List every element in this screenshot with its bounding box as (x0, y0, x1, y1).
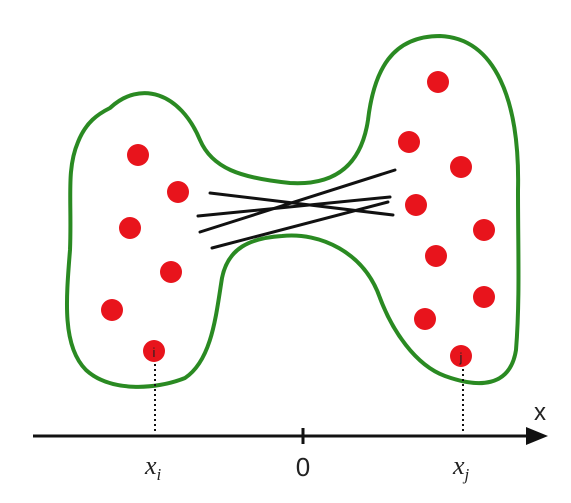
link-line (196, 195, 392, 218)
link-line (210, 200, 390, 250)
data-point (160, 261, 182, 283)
right-cluster-points (398, 71, 495, 367)
data-point-i (143, 340, 165, 362)
data-point (398, 131, 420, 153)
xj-label-base: x (452, 451, 465, 480)
data-point (473, 286, 495, 308)
data-point (119, 217, 141, 239)
x-axis-arrowhead (526, 427, 548, 445)
point-i-marker: i (153, 345, 156, 360)
link-lines (196, 168, 397, 250)
data-point (414, 308, 436, 330)
xj-label: xj (452, 451, 470, 484)
data-point (101, 299, 123, 321)
data-point (405, 194, 427, 216)
cluster-outline (65, 34, 521, 389)
link-line (198, 168, 397, 234)
point-j-marker: j (459, 350, 463, 365)
data-point (167, 181, 189, 203)
left-cluster-points (101, 144, 189, 362)
data-point (427, 71, 449, 93)
data-point (425, 245, 447, 267)
xj-label-subscript: j (463, 465, 470, 484)
origin-label: 0 (296, 452, 310, 482)
xi-label-subscript: i (157, 465, 162, 484)
x-axis-label: x (534, 399, 546, 426)
data-point (127, 144, 149, 166)
data-point (450, 156, 472, 178)
link-line (208, 191, 395, 217)
data-point-j (450, 345, 472, 367)
xi-label: xi (144, 451, 162, 484)
data-point (473, 219, 495, 241)
xi-label-base: x (144, 451, 157, 480)
